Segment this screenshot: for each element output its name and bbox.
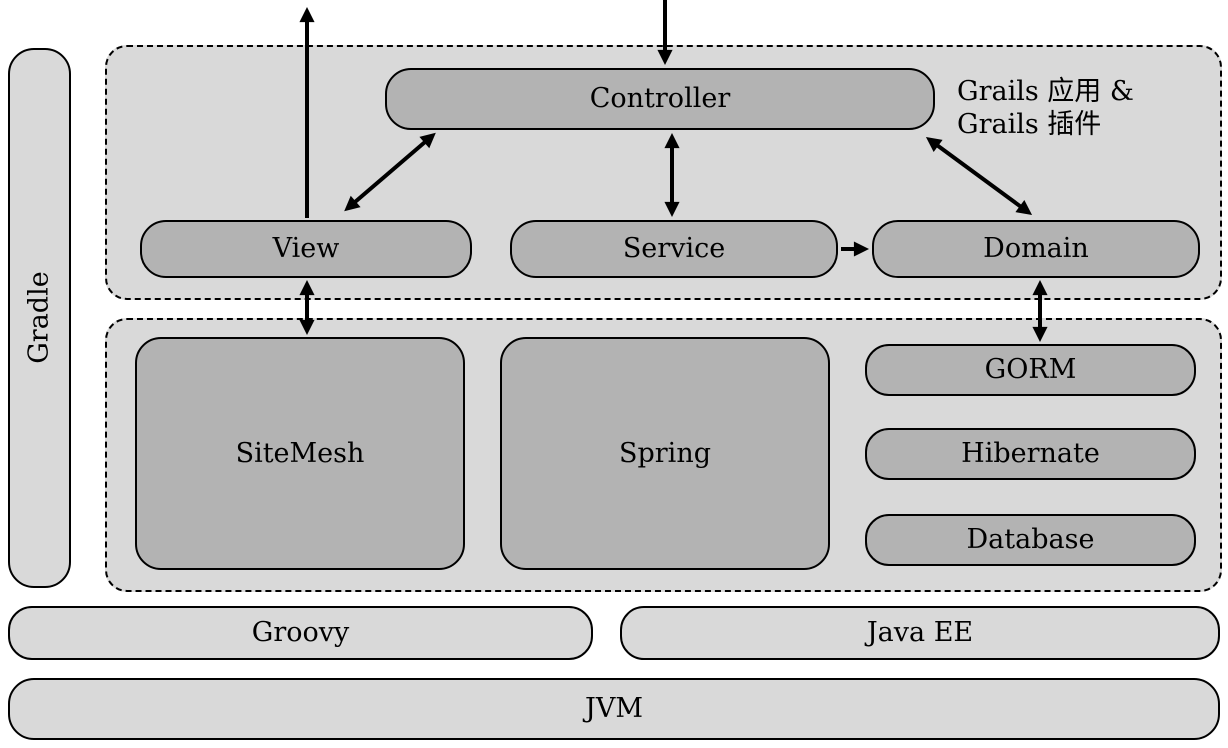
gradle-label: Gradle: [23, 271, 55, 365]
service-box: Service: [510, 220, 838, 278]
gradle-bar: Gradle: [8, 48, 71, 588]
spring-box: Spring: [500, 337, 830, 570]
database-box: Database: [865, 514, 1196, 566]
domain-box: Domain: [872, 220, 1200, 278]
hibernate-box: Hibernate: [865, 428, 1196, 480]
grails-layer-caption: Grails 应用 & Grails 插件: [957, 76, 1134, 142]
grails-caption-line2: Grails 插件: [957, 108, 1102, 140]
groovy-bar: Groovy: [8, 606, 593, 660]
controller-box: Controller: [385, 68, 935, 130]
view-box: View: [140, 220, 472, 278]
jvm-bar: JVM: [8, 678, 1220, 740]
javaee-bar: Java EE: [620, 606, 1220, 660]
gorm-box: GORM: [865, 344, 1196, 396]
sitemesh-box: SiteMesh: [135, 337, 465, 570]
grails-caption-line1: Grails 应用 &: [957, 76, 1134, 107]
